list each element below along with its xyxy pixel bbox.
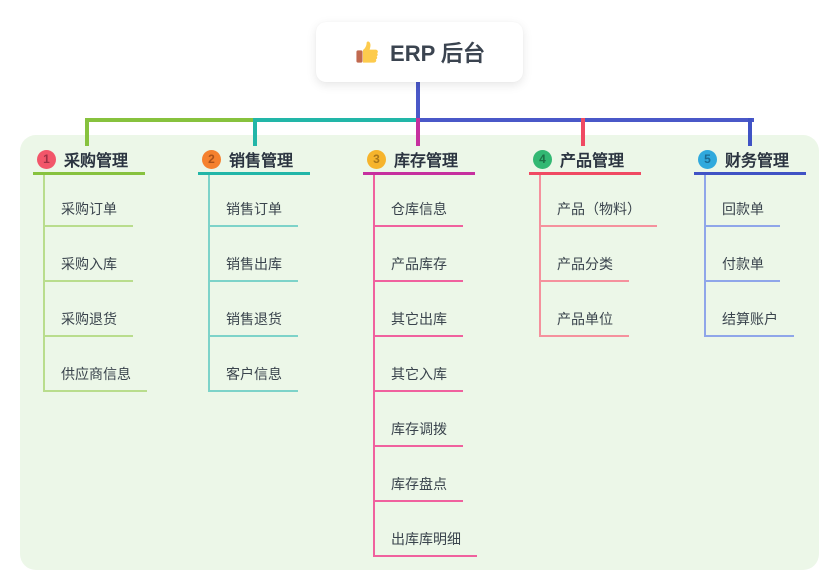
branch-title[interactable]: 1 采购管理 (33, 146, 145, 175)
child-label: 销售出库 (210, 254, 298, 282)
branch-number-badge: 1 (37, 149, 56, 169)
child-node[interactable]: 客户信息 (210, 337, 310, 392)
branch-drop-2 (253, 118, 257, 146)
root-connector-line (416, 82, 420, 118)
child-label: 结算账户 (706, 309, 794, 337)
child-node[interactable]: 结算账户 (706, 282, 806, 337)
child-node[interactable]: 产品单位 (541, 282, 641, 337)
child-node[interactable]: 产品分类 (541, 227, 641, 282)
child-label: 仓库信息 (375, 199, 463, 227)
child-label: 客户信息 (210, 364, 298, 392)
branch-drop-4 (581, 118, 585, 146)
branch-sales: 2 销售管理 销售订单 销售出库 销售退货 客户信息 (198, 146, 310, 392)
branch-label: 采购管理 (64, 153, 129, 170)
branch-number-badge: 5 (698, 149, 717, 169)
child-node[interactable]: 销售出库 (210, 227, 310, 282)
branch-title[interactable]: 2 销售管理 (198, 146, 310, 175)
child-node[interactable]: 回款单 (706, 175, 806, 227)
child-node[interactable]: 产品（物料） (541, 175, 657, 227)
child-node[interactable]: 仓库信息 (375, 175, 475, 227)
child-label: 采购入库 (45, 254, 133, 282)
bus-segment-green (85, 118, 416, 122)
branch-label: 财务管理 (725, 153, 790, 170)
branch-children: 采购订单 采购入库 采购退货 供应商信息 (43, 175, 147, 392)
bus-segment-blue (416, 118, 754, 122)
child-label: 库存盘点 (375, 474, 463, 502)
branch-children: 产品（物料） 产品分类 产品单位 (539, 175, 657, 337)
branch-inventory: 3 库存管理 仓库信息 产品库存 其它出库 其它入库 库存调拨 库存盘点 出库库… (363, 146, 477, 557)
child-node[interactable]: 采购退货 (45, 282, 145, 337)
child-node[interactable]: 销售订单 (210, 175, 310, 227)
branch-product: 4 产品管理 产品（物料） 产品分类 产品单位 (529, 146, 657, 337)
child-label: 产品库存 (375, 254, 463, 282)
bus-segment-teal (253, 118, 416, 122)
child-node[interactable]: 库存盘点 (375, 447, 475, 502)
branch-drop-5 (748, 118, 752, 146)
branch-label: 库存管理 (394, 153, 459, 170)
child-label: 其它入库 (375, 364, 463, 392)
branch-purchase: 1 采购管理 采购订单 采购入库 采购退货 供应商信息 (33, 146, 147, 392)
branch-title[interactable]: 3 库存管理 (363, 146, 475, 175)
child-label: 回款单 (706, 199, 780, 227)
child-label: 产品分类 (541, 254, 629, 282)
branch-drop-1 (85, 118, 89, 146)
child-label: 采购订单 (45, 199, 133, 227)
child-node[interactable]: 产品库存 (375, 227, 475, 282)
child-label: 产品单位 (541, 309, 629, 337)
branch-number-badge: 3 (367, 149, 386, 169)
root-node-label: ERP 后台 (390, 41, 485, 66)
branch-finance: 5 财务管理 回款单 付款单 结算账户 (694, 146, 806, 337)
thumbs-up-icon (354, 39, 380, 65)
child-node[interactable]: 其它入库 (375, 337, 475, 392)
branch-drop-3 (416, 118, 420, 146)
branch-title[interactable]: 5 财务管理 (694, 146, 806, 175)
child-label: 库存调拨 (375, 419, 463, 447)
branch-children: 仓库信息 产品库存 其它出库 其它入库 库存调拨 库存盘点 出库库明细 (373, 175, 477, 557)
child-label: 供应商信息 (45, 364, 147, 392)
branch-label: 产品管理 (560, 153, 625, 170)
branch-label: 销售管理 (229, 153, 294, 170)
branch-title[interactable]: 4 产品管理 (529, 146, 641, 175)
child-label: 产品（物料） (541, 199, 657, 227)
branch-children: 销售订单 销售出库 销售退货 客户信息 (208, 175, 310, 392)
child-node[interactable]: 销售退货 (210, 282, 310, 337)
child-node[interactable]: 采购入库 (45, 227, 145, 282)
child-node[interactable]: 其它出库 (375, 282, 475, 337)
child-node[interactable]: 出库库明细 (375, 502, 477, 557)
child-label: 出库库明细 (375, 529, 477, 557)
child-node[interactable]: 供应商信息 (45, 337, 147, 392)
child-label: 付款单 (706, 254, 780, 282)
child-label: 采购退货 (45, 309, 133, 337)
child-node[interactable]: 付款单 (706, 227, 806, 282)
branch-children: 回款单 付款单 结算账户 (704, 175, 806, 337)
branch-number-badge: 2 (202, 149, 221, 169)
branch-number-badge: 4 (533, 149, 552, 169)
mindmap-canvas (20, 135, 819, 570)
child-node[interactable]: 采购订单 (45, 175, 145, 227)
child-label: 其它出库 (375, 309, 463, 337)
child-label: 销售退货 (210, 309, 298, 337)
child-label: 销售订单 (210, 199, 298, 227)
root-node[interactable]: ERP 后台 (316, 22, 523, 82)
child-node[interactable]: 库存调拨 (375, 392, 475, 447)
